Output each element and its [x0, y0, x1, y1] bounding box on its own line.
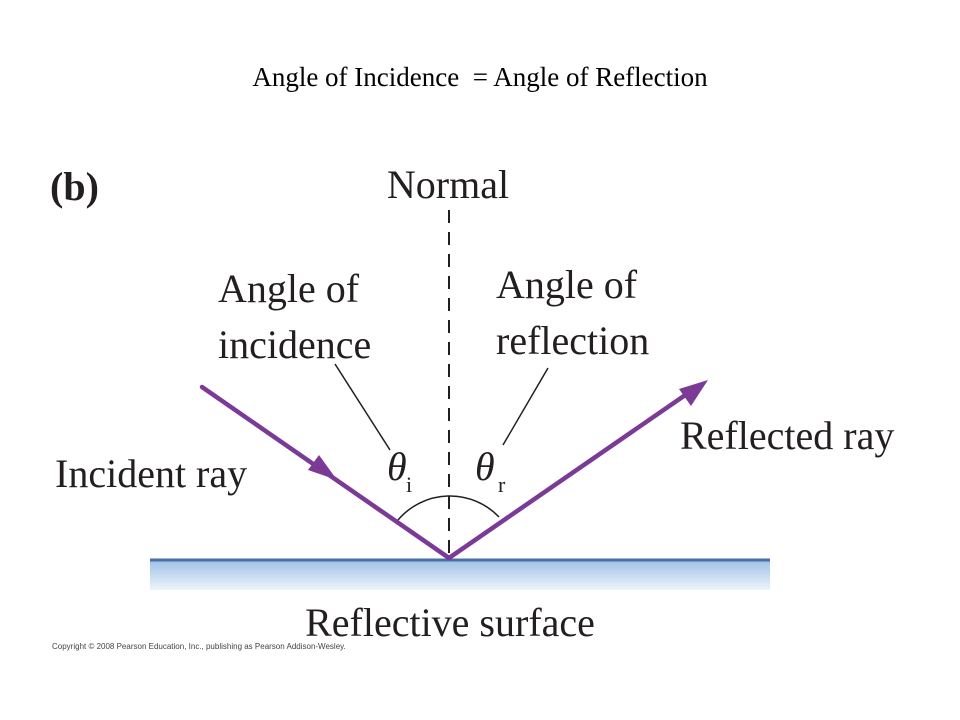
theta-i-subscript: i: [406, 472, 412, 497]
angle-reflection-label-line1: Angle of: [496, 262, 638, 307]
angle-incidence-leader-line: [334, 363, 391, 451]
angle-reflection-leader-line: [502, 367, 549, 446]
reflected-ray-arrowhead: [679, 380, 708, 406]
angle-incidence-label-line1: Angle of: [218, 266, 360, 311]
angle-reflection-label-line2: reflection: [496, 318, 649, 363]
theta-r-symbol: θ: [475, 444, 495, 489]
theta-i-symbol: θ: [387, 444, 407, 489]
surface-label: Reflective surface: [305, 600, 595, 645]
angle-incidence-label-line2: incidence: [218, 322, 371, 367]
reflected-ray: [446, 386, 697, 561]
theta-r-subscript: r: [498, 472, 506, 497]
panel-label: (b): [50, 164, 99, 209]
incident-ray-arrowhead: [308, 455, 337, 480]
copyright-notice: Copyright © 2008 Pearson Education, Inc.…: [52, 642, 346, 651]
reflected-ray-label: Reflected ray: [680, 413, 894, 458]
incident-ray-label: Incident ray: [55, 451, 247, 496]
angle-arc: [397, 495, 500, 521]
normal-label: Normal: [387, 162, 509, 207]
slide-title: Angle of Incidence = Angle of Reflection: [252, 62, 708, 92]
reflective-surface: [150, 560, 770, 590]
